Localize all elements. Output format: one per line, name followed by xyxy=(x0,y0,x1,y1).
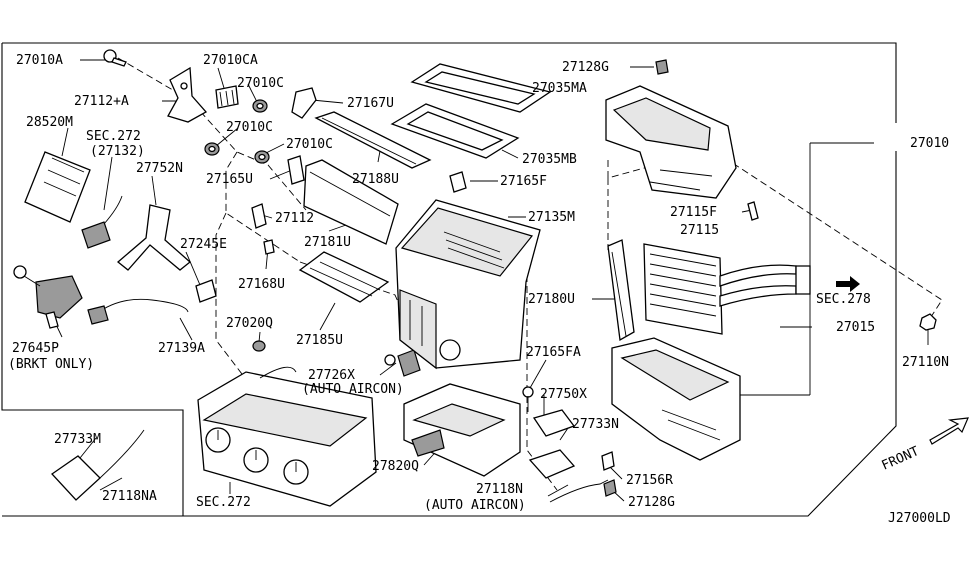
label-27010: 27010 xyxy=(910,136,949,151)
label-27180u: 27180U xyxy=(528,292,575,307)
clip-27245e xyxy=(195,279,217,303)
label-27185u: 27185U xyxy=(296,333,343,348)
label-27165u: 27165U xyxy=(206,172,253,187)
label-27165fa: 27165FA xyxy=(526,345,581,360)
label-27115f: 27115F xyxy=(670,205,717,220)
sensor-27726x xyxy=(384,349,421,377)
screw-27010a xyxy=(103,49,127,67)
seal-27035ma xyxy=(410,63,552,113)
label-27035ma: 27035MA xyxy=(532,81,587,96)
wire-27118n xyxy=(549,479,609,503)
label-27135m: 27135M xyxy=(528,210,575,225)
label-27167u: 27167U xyxy=(347,96,394,111)
label-27726x-note: (AUTO AIRCON) xyxy=(302,382,404,397)
label-front: FRONT xyxy=(880,444,922,474)
label-sec272-bottom: SEC.272 xyxy=(196,495,251,510)
washer-27010c xyxy=(204,99,270,164)
spring-27010ca xyxy=(215,85,239,109)
label-diagram-id: J27000LD xyxy=(888,511,951,526)
label-27752n: 27752N xyxy=(136,161,183,176)
label-27110n: 27110N xyxy=(902,355,949,370)
upper-case xyxy=(605,85,737,199)
filter-27185u xyxy=(298,251,390,303)
label-27733n: 27733N xyxy=(572,417,619,432)
pipe-27115f xyxy=(747,201,759,221)
label-27010c-2: 27010C xyxy=(226,120,273,135)
bushing-27020q xyxy=(252,340,266,352)
part-labels: 27010A 27010CA 27010C 27112+A 27010C 285… xyxy=(8,53,951,526)
lower-case xyxy=(611,337,741,461)
module-27750x xyxy=(532,409,576,437)
label-27115: 27115 xyxy=(680,223,719,238)
label-27820q: 27820Q xyxy=(372,459,419,474)
label-27010c-3: 27010C xyxy=(286,137,333,152)
evaporator-27180u xyxy=(607,239,635,342)
label-27168u: 27168U xyxy=(238,277,285,292)
label-27245e: 27245E xyxy=(180,237,227,252)
bracket-27112a xyxy=(167,66,208,123)
nut-27110n xyxy=(919,313,937,331)
label-27118n: 27118N xyxy=(476,482,523,497)
label-27645p-note: (BRKT ONLY) xyxy=(8,357,94,372)
label-27139a: 27139A xyxy=(158,341,205,356)
module-27733n xyxy=(528,449,576,479)
label-27020q: 27020Q xyxy=(226,316,273,331)
clip-27168u xyxy=(263,239,275,255)
clip-27128g-bottom xyxy=(603,479,617,497)
diagram-frame xyxy=(1,42,897,517)
label-27128g-bottom: 27128G xyxy=(628,495,675,510)
label-27128g-top: 27128G xyxy=(562,60,609,75)
cable-27139a xyxy=(87,298,189,325)
actuator-27645p xyxy=(13,265,83,329)
case-27135m xyxy=(395,199,541,370)
door-27181u xyxy=(303,159,399,245)
label-27726x: 27726X xyxy=(308,368,355,383)
sensor-27733m xyxy=(51,429,145,501)
label-27645p: 27645P xyxy=(12,341,59,356)
rod-27112 xyxy=(251,203,267,229)
case-27820q xyxy=(403,383,521,477)
front-indicator-arrow xyxy=(929,417,969,445)
front-arrow-sec278 xyxy=(836,276,860,292)
label-27010c-1: 27010C xyxy=(237,76,284,91)
connector-sec272 xyxy=(81,195,123,249)
door-27188u xyxy=(314,111,432,169)
heater-core-27115 xyxy=(643,243,811,335)
sensor-28520m xyxy=(24,151,91,223)
label-27118na: 27118NA xyxy=(102,489,157,504)
lever-27165u xyxy=(287,155,305,185)
label-27118n-note: (AUTO AIRCON) xyxy=(424,498,526,513)
label-sec272-top-sub: (27132) xyxy=(90,144,145,159)
label-27188u: 27188U xyxy=(352,172,399,187)
control-unit-sec272 xyxy=(197,366,377,507)
screw-27165fa xyxy=(522,386,534,412)
link-27752n xyxy=(116,204,192,271)
label-27112: 27112 xyxy=(275,211,314,226)
label-sec272-top: SEC.272 xyxy=(86,129,141,144)
label-27156r: 27156R xyxy=(626,473,673,488)
label-27015: 27015 xyxy=(836,320,875,335)
label-28520m: 28520M xyxy=(26,115,73,130)
label-27750x: 27750X xyxy=(540,387,587,402)
link-27167u xyxy=(291,87,317,119)
label-27035mb: 27035MB xyxy=(522,152,577,167)
label-27165f: 27165F xyxy=(500,174,547,189)
label-27181u: 27181U xyxy=(304,235,351,250)
label-27010ca: 27010CA xyxy=(203,53,258,68)
label-sec278: SEC.278 xyxy=(816,292,871,307)
label-27010a: 27010A xyxy=(16,53,63,68)
clip-27128g-top xyxy=(655,59,669,75)
clip-27165f xyxy=(449,171,467,193)
label-27733m: 27733M xyxy=(54,432,101,447)
clip-27156r xyxy=(601,451,615,471)
seal-27035mb xyxy=(390,103,520,159)
label-27112a: 27112+A xyxy=(74,94,129,109)
